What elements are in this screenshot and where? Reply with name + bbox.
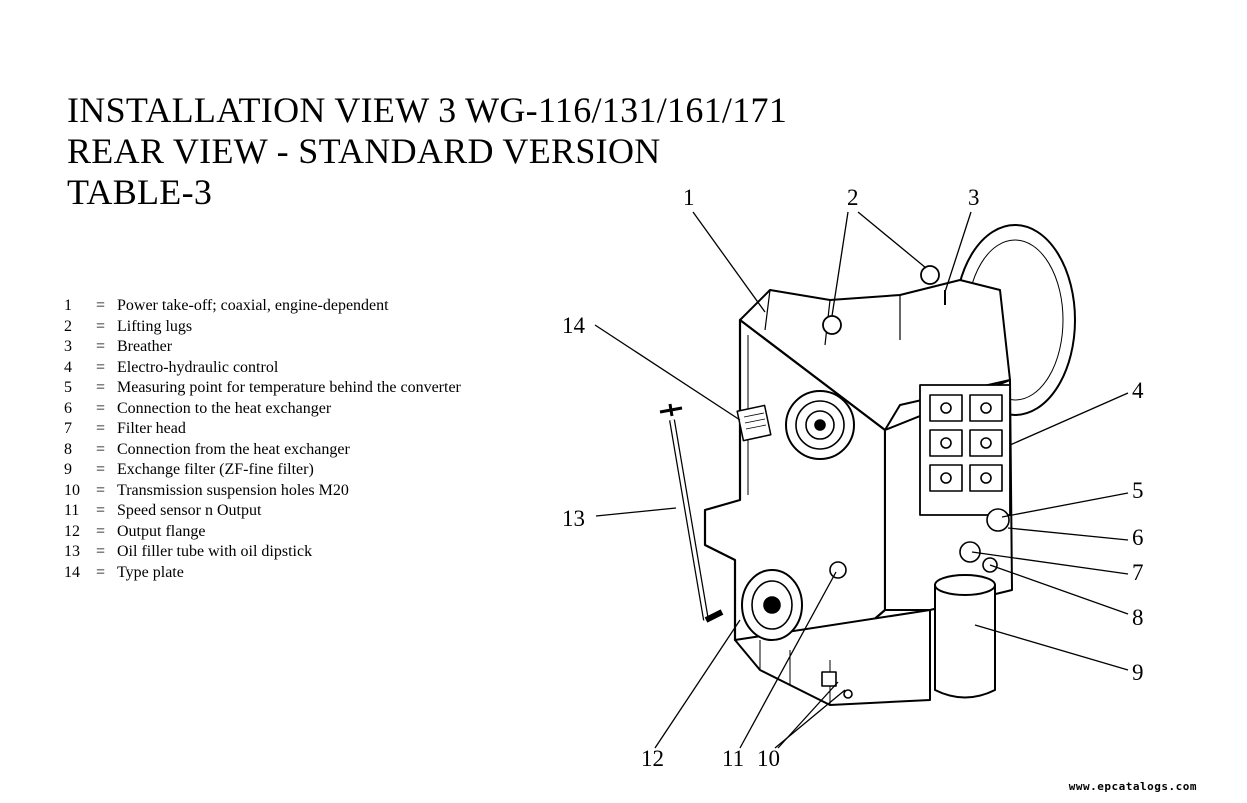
callout-3: 3 xyxy=(968,185,980,210)
legend-number: 13 xyxy=(64,543,80,560)
legend-item: 4 = Electro-hydraulic control xyxy=(64,358,461,379)
legend-text: Measuring point for temperature behind t… xyxy=(117,379,461,396)
legend-number: 4 xyxy=(64,358,72,376)
legend-item: 1 = Power take-off; coaxial, engine-depend… xyxy=(64,296,461,317)
legend-equals: = xyxy=(96,338,106,355)
legend-number: 1 xyxy=(64,297,72,314)
legend-number: 12 xyxy=(64,522,80,540)
legend-equals: = xyxy=(96,317,106,335)
legend-list: 1 = Power take-off; coaxial, engine-depend… xyxy=(64,296,461,583)
legend-number: 14 xyxy=(64,563,80,581)
legend-equals: = xyxy=(96,440,106,458)
legend-equals: = xyxy=(96,297,106,314)
legend-text: Output flange xyxy=(117,522,206,540)
title-line-2: REAR VIEW - STANDARD VERSION xyxy=(67,131,661,171)
callout-7: 7 xyxy=(1132,560,1144,585)
legend-number: 11 xyxy=(64,502,80,519)
callout-13: 13 xyxy=(562,506,585,531)
legend-item: 10 = Transmission suspension holes M20 xyxy=(64,481,461,502)
legend-equals: = xyxy=(96,461,106,478)
legend-item: 2 = Lifting lugs xyxy=(64,317,461,338)
legend-number: 5 xyxy=(64,379,72,396)
legend-item: 3 = Breather xyxy=(64,337,461,358)
legend-item: 12 = Output flange xyxy=(64,522,461,543)
watermark-text: www.epcatalogs.com xyxy=(1068,780,1197,793)
legend-text: Transmission suspension holes M20 xyxy=(117,481,349,499)
legend-item: 5 = Measuring point for temperature behind… xyxy=(64,378,461,399)
legend-equals: = xyxy=(96,481,106,499)
legend-number: 7 xyxy=(64,420,72,437)
legend-equals: = xyxy=(96,379,106,396)
legend-number: 3 xyxy=(64,338,72,355)
legend-item: 14 = Type plate xyxy=(64,563,461,584)
legend-item: 6 = Connection to the heat exchanger xyxy=(64,399,461,420)
callout-11: 11 xyxy=(722,746,744,771)
legend-text: Connection to the heat exchanger xyxy=(117,399,332,417)
legend-number: 9 xyxy=(64,461,72,478)
callout-12: 12 xyxy=(641,746,664,771)
legend-item: 8 = Connection from the heat exchanger xyxy=(64,440,461,461)
leader-lines xyxy=(594,211,1129,749)
legend-equals: = xyxy=(96,563,106,581)
legend-equals: = xyxy=(96,543,106,560)
legend-text: Type plate xyxy=(117,563,184,581)
legend-equals: = xyxy=(96,420,106,437)
legend-text: Exchange filter (ZF-fine filter) xyxy=(117,461,314,478)
callout-8: 8 xyxy=(1132,605,1144,630)
callout-9: 9 xyxy=(1132,660,1144,685)
legend-text: Connection from the heat exchanger xyxy=(117,440,350,458)
callout-labels: 1 2 3 4 5 6 7 8 9 10 11 12 13 14 xyxy=(562,185,1144,771)
legend-number: 8 xyxy=(64,440,72,458)
legend-text: Speed sensor n Output xyxy=(117,502,262,519)
legend-item: 13 = Oil filler tube with oil dipstick xyxy=(64,542,461,563)
callout-5: 5 xyxy=(1132,478,1144,503)
legend-item: 9 = Exchange filter (ZF-fine filter) xyxy=(64,460,461,481)
legend-text: Oil filler tube with oil dipstick xyxy=(117,543,313,560)
legend-equals: = xyxy=(96,399,106,417)
callout-1: 1 xyxy=(683,185,695,210)
legend-equals: = xyxy=(96,502,106,519)
legend-number: 2 xyxy=(64,317,72,335)
legend-item: 7 = Filter head xyxy=(64,419,461,440)
title-line-1: INSTALLATION VIEW 3 WG-116/131/161/171 xyxy=(67,90,788,130)
callout-6: 6 xyxy=(1132,525,1144,550)
callout-4: 4 xyxy=(1132,378,1144,403)
legend-item: 11 = Speed sensor n Output xyxy=(64,501,461,522)
callout-2: 2 xyxy=(847,185,859,210)
legend-number: 6 xyxy=(64,399,72,417)
callout-10: 10 xyxy=(757,746,780,771)
legend-text: Lifting lugs xyxy=(117,317,193,335)
legend-number: 10 xyxy=(64,481,80,499)
title-line-3: TABLE-3 xyxy=(67,172,213,212)
callout-14: 14 xyxy=(562,313,586,338)
legend-text: Electro-hydraulic control xyxy=(117,358,279,376)
legend-text: Breather xyxy=(117,338,173,355)
page-title: INSTALLATION VIEW 3 WG-116/131/161/171 R… xyxy=(67,90,787,213)
legend-text: Power take-off; coaxial, engine-dependen… xyxy=(117,297,389,314)
legend-equals: = xyxy=(96,358,106,376)
transmission-housing xyxy=(659,224,1076,706)
legend-equals: = xyxy=(96,522,106,540)
legend-text: Filter head xyxy=(117,420,186,437)
